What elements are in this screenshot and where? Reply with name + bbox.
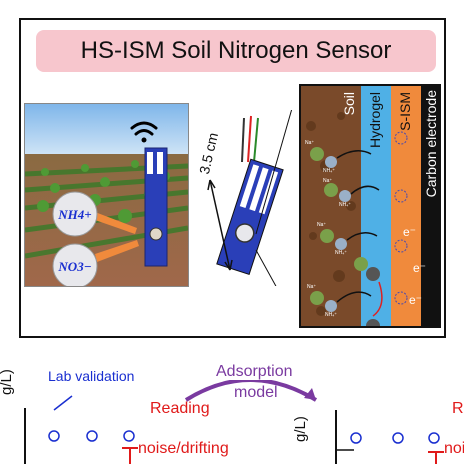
svg-text:NH₄⁺: NH₄⁺ [335, 250, 347, 256]
svg-text:Na⁺: Na⁺ [307, 284, 316, 290]
bottom-graphics [24, 380, 444, 464]
left-data-points [48, 430, 135, 442]
transport-arrows [336, 150, 380, 303]
lab-validation-label: Lab validation [48, 368, 135, 384]
electron-3: e⁻ [409, 293, 422, 307]
right-data-points [350, 432, 440, 444]
reading-noise-line1: Reading [150, 400, 210, 417]
sensor-electrode [234, 223, 255, 243]
ammonium-label: NH4+ [57, 207, 91, 222]
svg-text:Na⁺: Na⁺ [317, 222, 326, 228]
sensor-strip [144, 147, 168, 267]
ion-arrows [95, 212, 139, 262]
electron-2: e⁻ [413, 261, 426, 275]
right-noise-marker [428, 451, 444, 464]
field-photo-illustration: NH4+ NO3− [25, 104, 188, 286]
electron-labels: e⁻ e⁻ e⁻ [403, 225, 426, 307]
dimension-line [207, 179, 233, 271]
sensor-device [207, 110, 293, 286]
title-bar [36, 30, 436, 72]
lab-validation-arrow [53, 395, 73, 411]
zoom-guide-lines [255, 110, 293, 286]
adsorption-arrowhead [304, 388, 316, 400]
hydrogel-layer [361, 86, 391, 326]
sensor-wires [241, 115, 259, 163]
svg-text:NH₄⁺: NH₄⁺ [339, 202, 351, 208]
field-photo: NH4+ NO3− [24, 103, 189, 287]
right-axis-step [335, 449, 354, 464]
svg-text:NH₄⁺: NH₄⁺ [323, 168, 335, 174]
svg-text:Na⁺: Na⁺ [323, 178, 332, 184]
svg-text:Na⁺: Na⁺ [305, 140, 314, 146]
reading-noise-line2: noise/drifting [138, 440, 229, 457]
sism-layer-label: S-ISM [397, 92, 413, 131]
carbon-layer [421, 86, 439, 326]
right-cut-text: R [452, 400, 464, 417]
svg-text:NH₄⁺: NH₄⁺ [325, 312, 337, 318]
ammonium-sphere [52, 191, 98, 237]
nitrate-label: NO3− [57, 259, 91, 274]
sism-layer [391, 86, 421, 326]
nitrate-sphere [52, 243, 98, 286]
adsorption-model-line2: model [234, 384, 278, 401]
carbon-layer-label: Carbon electrode [423, 90, 439, 198]
page-title: HS-ISM Soil Nitrogen Sensor [80, 37, 392, 64]
adsorption-model-line1: Adsorption [216, 363, 293, 380]
wifi-icon [130, 121, 158, 143]
right-axis-label-fragment: g/L) [292, 416, 309, 442]
electron-1: e⁻ [403, 225, 416, 239]
soil-layer-label: Soil [341, 92, 357, 116]
right-cut-text2: noi [444, 440, 464, 457]
reject-arrows [372, 281, 383, 317]
hydrogel-layer-label: Hydrogel [367, 92, 383, 149]
sensor-body [216, 158, 284, 276]
ion-clusters [310, 147, 380, 326]
layer-cross-section: Na⁺ NH₄⁺ Na⁺ NH₄⁺ Na⁺ NH₄⁺ Na⁺ NH₄⁺ e⁻ e⁻ e⁻ [299, 84, 441, 328]
ion-labels: Na⁺ NH₄⁺ Na⁺ NH₄⁺ Na⁺ NH₄⁺ Na⁺ NH₄⁺ [305, 140, 351, 318]
noise-marker [122, 447, 138, 464]
adsorption-arrow [184, 380, 318, 402]
sism-receptors [394, 131, 408, 305]
layer-diagram: Na⁺ NH₄⁺ Na⁺ NH₄⁺ Na⁺ NH₄⁺ Na⁺ NH₄⁺ e⁻ e⁻ e⁻ [301, 86, 439, 326]
